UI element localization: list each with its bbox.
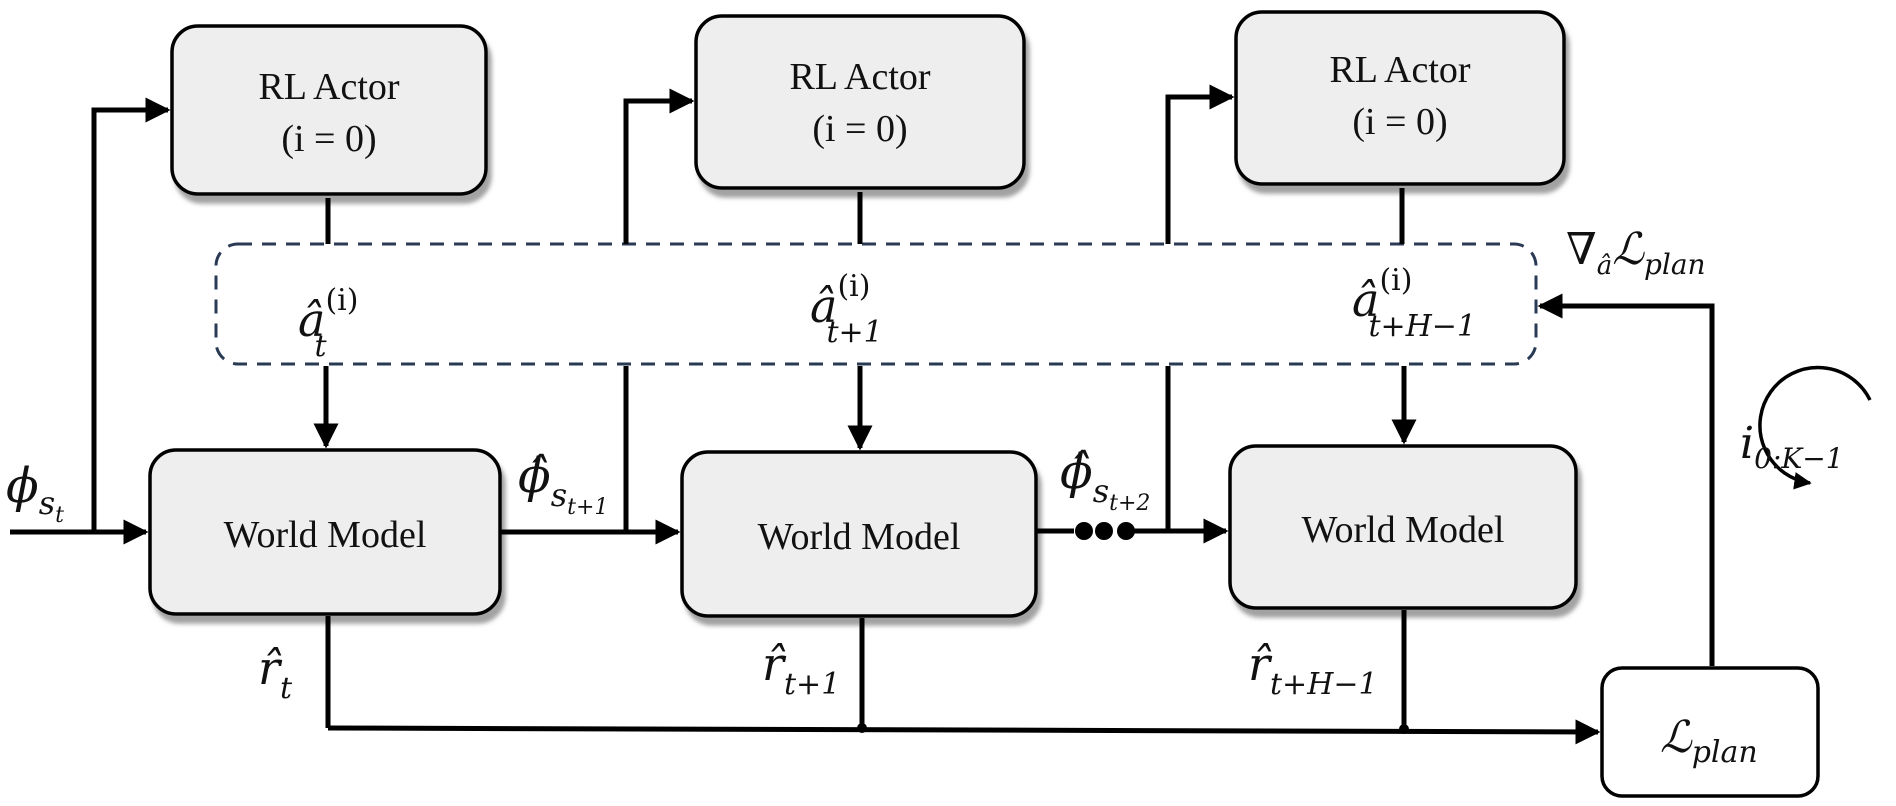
action-sequence-container: [214, 242, 1538, 366]
world-model-1: World Model: [148, 448, 502, 616]
rl-actor-2: RL Actor (i = 0): [694, 14, 1026, 190]
world-model-2: World Model: [680, 450, 1038, 618]
rl-actor-3: RL Actor (i = 0): [1234, 10, 1566, 186]
iteration-loop-icon: [1758, 365, 1872, 490]
ellipsis-dots: [1075, 522, 1135, 540]
junctions: [857, 723, 1409, 734]
world-model-3: World Model: [1228, 444, 1578, 610]
reward-label-tH: r̂t+H−1: [1248, 637, 1378, 702]
predicted-state-label-t2: ϕ̂st+2: [1060, 444, 1150, 516]
rl-actor-3-title: RL Actor: [1329, 49, 1470, 91]
world-model-2-label: World Model: [758, 516, 961, 558]
iteration-label: i0:K−1: [1740, 418, 1844, 475]
loss-box-label: ℒplan: [1660, 712, 1758, 770]
loss-box: ℒplan: [1600, 666, 1820, 798]
reward-label-t: r̂t: [258, 641, 293, 706]
action-label-t: â(i)t: [298, 283, 358, 364]
rl-actor-1: RL Actor (i = 0): [170, 24, 488, 196]
input-state-label: ϕst: [6, 458, 64, 528]
rl-actor-2-title: RL Actor: [789, 56, 930, 98]
action-label-t1: â(i)t+1: [810, 269, 883, 350]
world-model-3-label: World Model: [1302, 509, 1505, 551]
action-label-tH: â(i)t+H−1: [1352, 263, 1476, 344]
world-model-1-label: World Model: [224, 514, 427, 556]
connectors: [10, 84, 1715, 745]
rl-actor-2-iter: (i = 0): [812, 108, 907, 150]
reward-label-t1: r̂t+1: [762, 637, 840, 702]
gradient-label: ∇âℒplan: [1566, 224, 1706, 281]
rl-actor-3-iter: (i = 0): [1352, 101, 1447, 143]
rl-actor-1-title: RL Actor: [258, 66, 399, 108]
rl-actor-1-iter: (i = 0): [281, 118, 376, 160]
predicted-state-label-t1: ϕ̂st+1: [518, 448, 608, 520]
